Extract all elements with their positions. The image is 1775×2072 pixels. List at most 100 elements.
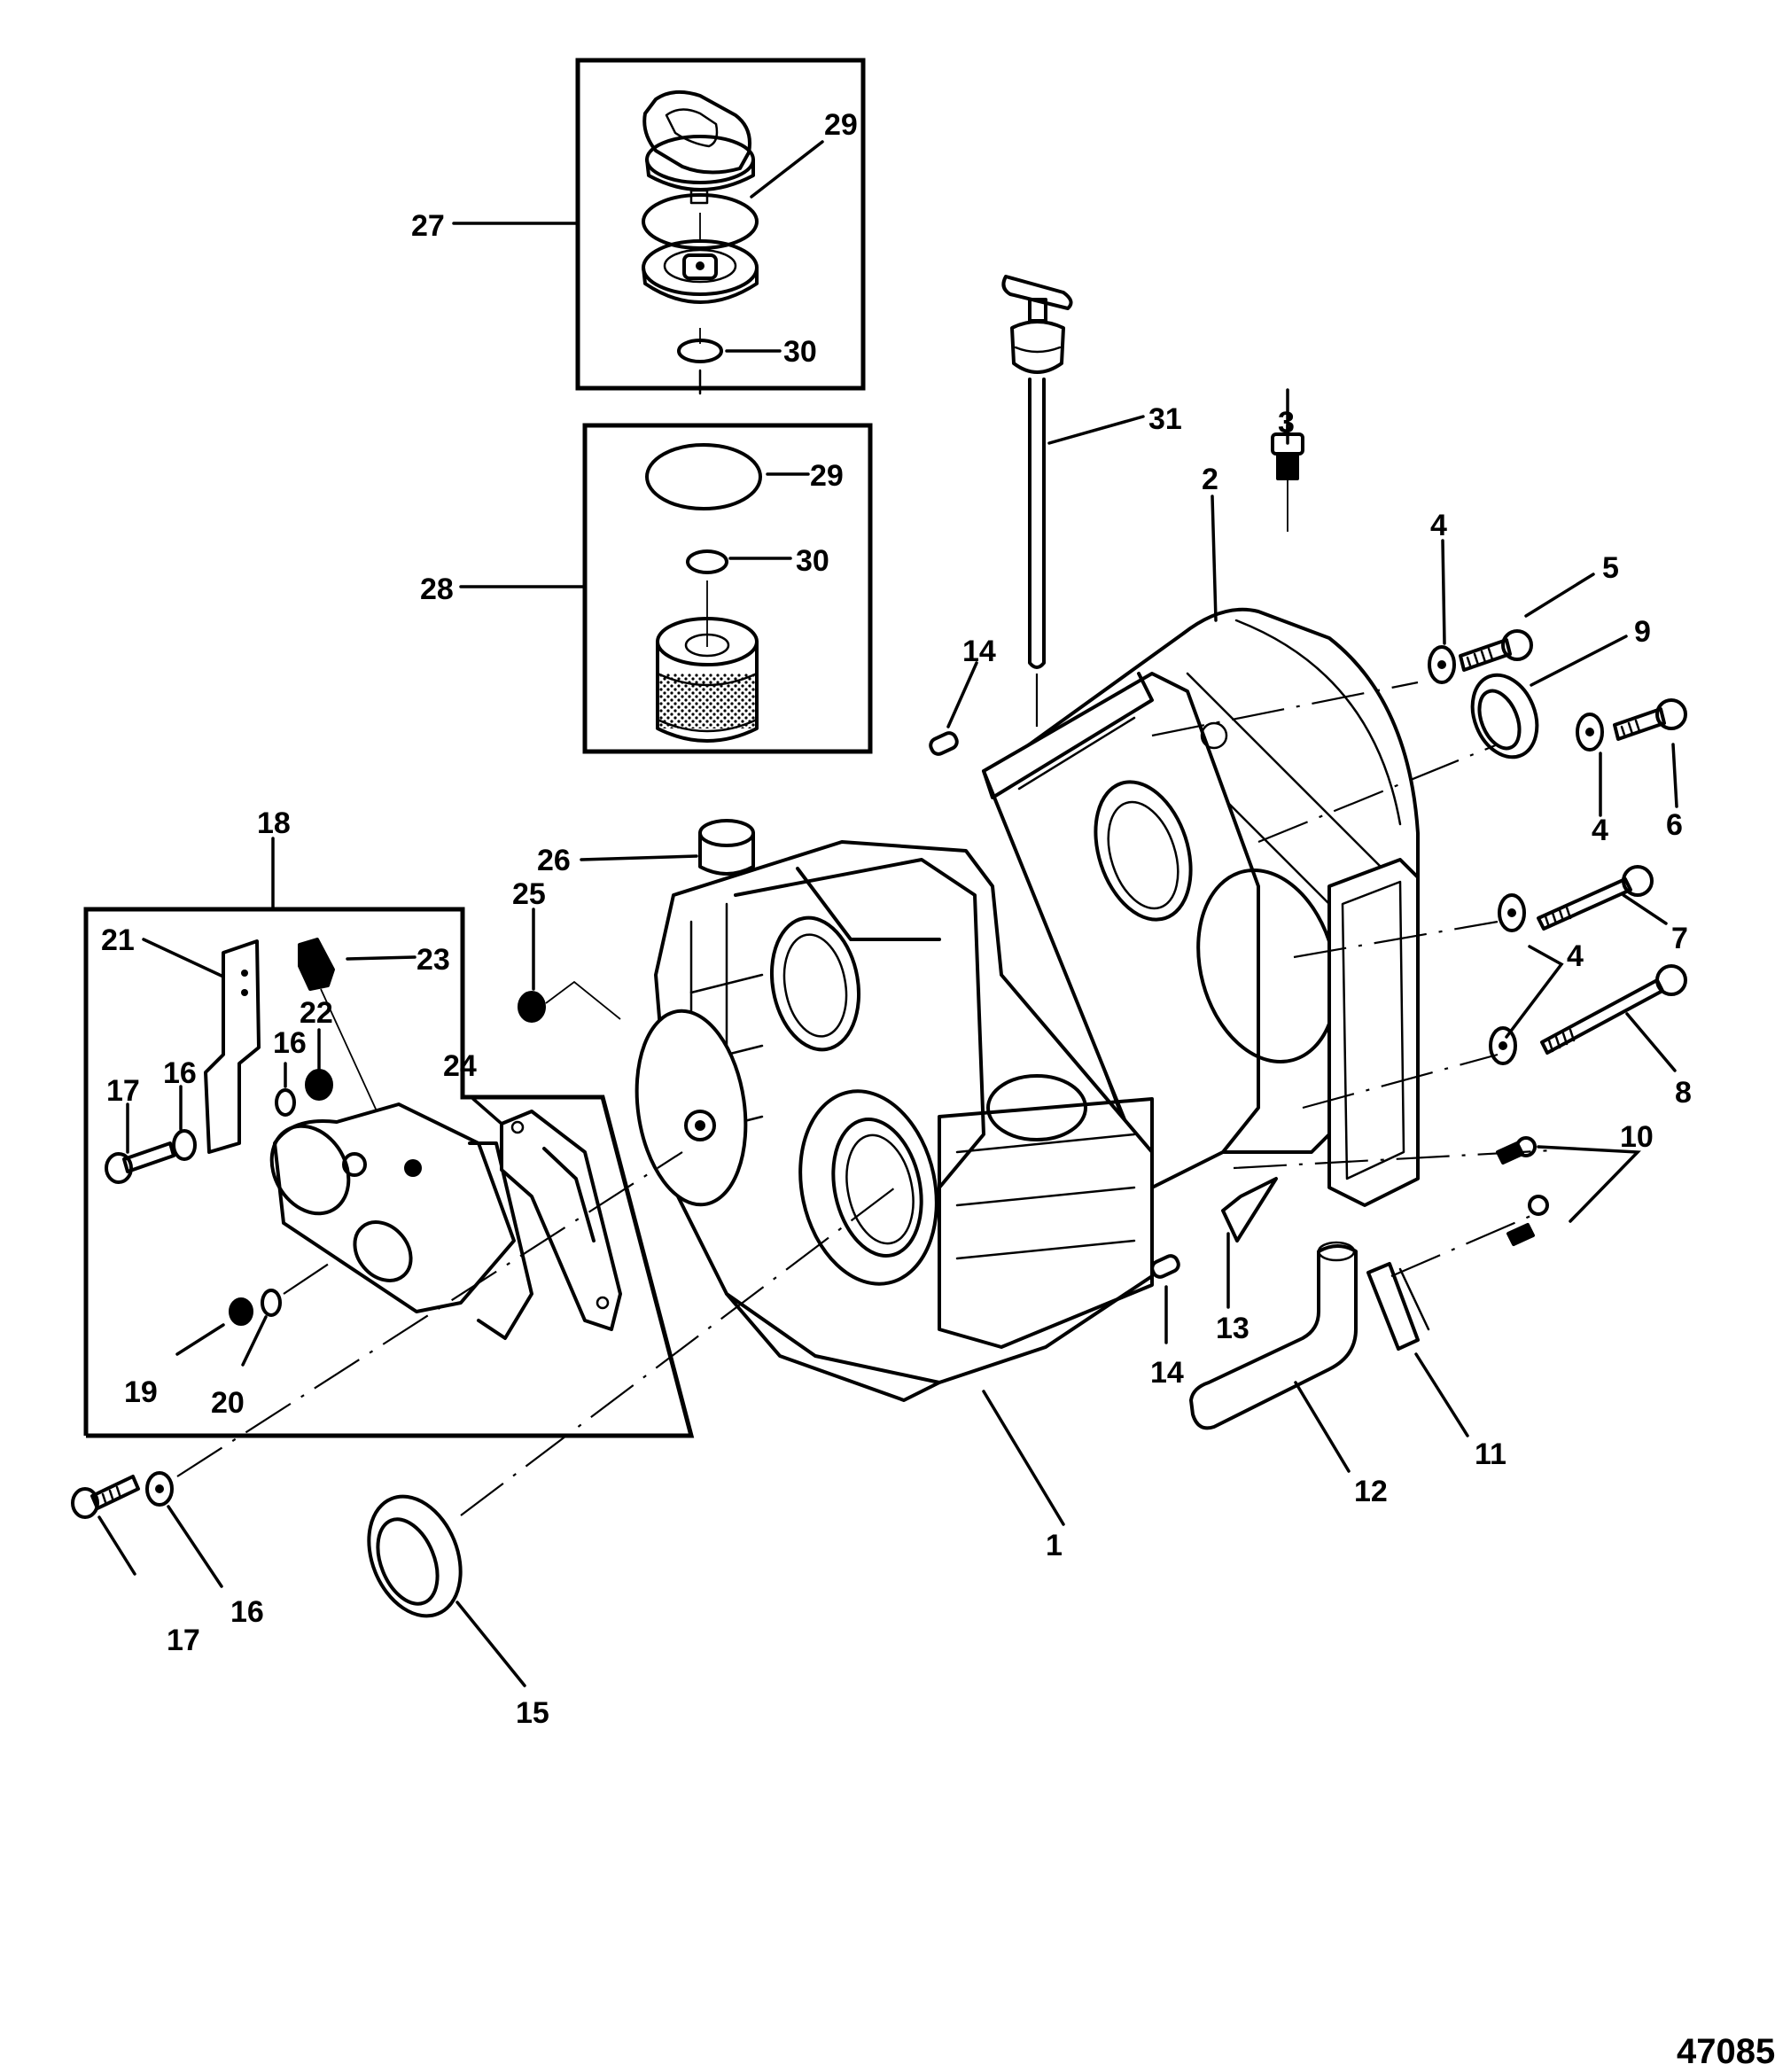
leader-2 (1211, 495, 1218, 622)
leader-19 (175, 1323, 225, 1356)
leader-17b (97, 1515, 136, 1576)
leader-12 (1294, 1381, 1351, 1473)
oil-filter-icon (656, 617, 759, 743)
callout-27: 27 (411, 209, 445, 243)
figure-reference-number: 47085 (1677, 2032, 1775, 2071)
callout-14b: 14 (1150, 1356, 1184, 1390)
washer-icon (1428, 645, 1456, 684)
hex-bolt-icon (1459, 573, 1595, 672)
leader-9 (1530, 635, 1628, 687)
hex-bolt-icon (1613, 698, 1687, 808)
callout-19: 19 (124, 1375, 158, 1409)
filter-assembly-box (459, 423, 873, 754)
leader-11 (1414, 1352, 1469, 1437)
callout-11: 11 (1475, 1437, 1506, 1471)
callout-5: 5 (1602, 551, 1619, 585)
callout-21: 21 (101, 923, 135, 957)
leader-7 (1622, 893, 1668, 925)
filler-cap-assembly-box (452, 58, 866, 395)
valve-body-icon (269, 1102, 533, 1340)
socket-screw-icon (71, 1475, 140, 1576)
callout-16a: 16 (273, 1026, 307, 1060)
dowel-pin-icon (1150, 1254, 1180, 1344)
callout-16c: 16 (230, 1595, 264, 1629)
callout-23: 23 (417, 943, 450, 977)
oil-seal-icon (1470, 635, 1628, 759)
socket-screw-icon (105, 1102, 175, 1184)
leader-1 (982, 1390, 1065, 1526)
callout-29b: 29 (810, 459, 844, 493)
callout-4a: 4 (1430, 509, 1447, 542)
plug-icon (175, 1297, 253, 1356)
dowel-pin-icon (929, 661, 978, 756)
filler-cap-icon (642, 90, 755, 205)
screw-icon (1506, 1195, 1549, 1246)
leader-16c (167, 1505, 223, 1588)
dipstick-icon (1001, 275, 1145, 771)
fitting-icon (1221, 1177, 1278, 1309)
callout-8: 8 (1675, 1076, 1692, 1110)
callout-9: 9 (1634, 615, 1651, 649)
callout-labels: 1 2 3 4 4 4 5 6 7 8 9 10 11 12 13 14 14 … (101, 108, 1692, 1730)
leader-26 (580, 854, 698, 861)
leader-29a (750, 140, 824, 199)
callout-22: 22 (300, 996, 333, 1030)
callout-24: 24 (443, 1049, 477, 1083)
callout-28: 28 (420, 573, 454, 606)
bracket-icon (142, 938, 261, 1154)
valve-assembly-box (83, 837, 695, 1438)
gasket-icon (471, 1097, 622, 1331)
callout-4b: 4 (1592, 814, 1608, 847)
washer-icon (145, 1471, 223, 1588)
leader-14a (946, 661, 978, 728)
callout-18: 18 (257, 806, 291, 840)
callout-20: 20 (211, 1386, 245, 1420)
plug-icon (518, 907, 621, 1023)
assembly-frame-28 (582, 423, 873, 754)
leader-24 (471, 1097, 503, 1126)
washer-icon (1498, 893, 1526, 932)
long-hex-bolt-icon (1540, 964, 1687, 1072)
hose-icon (1189, 1241, 1358, 1473)
leader-4a (1441, 539, 1446, 645)
callout-6: 6 (1666, 808, 1683, 842)
callout-13: 13 (1216, 1312, 1250, 1345)
callout-12: 12 (1354, 1475, 1388, 1508)
leader-23 (346, 955, 417, 961)
long-hex-bolt-icon (1537, 865, 1668, 931)
callout-31: 31 (1148, 402, 1182, 436)
retaining-ring-icon (686, 549, 728, 574)
callout-14a: 14 (962, 635, 996, 668)
leader-15 (455, 1601, 526, 1687)
callout-25: 25 (512, 877, 546, 911)
callout-10: 10 (1620, 1120, 1654, 1154)
assembly-frame-18 (83, 907, 695, 1438)
washer-icon (275, 1062, 296, 1117)
o-ring-icon (642, 193, 759, 250)
leader-31 (1047, 415, 1145, 445)
callout-29a: 29 (824, 108, 858, 142)
callout-15: 15 (516, 1696, 549, 1730)
leader-20 (241, 1315, 268, 1367)
leader-4c (1505, 945, 1564, 1039)
leader-10 (1537, 1145, 1641, 1223)
oil-seal-icon (367, 1494, 526, 1687)
washer-icon (241, 1289, 282, 1367)
callout-1: 1 (1046, 1529, 1063, 1562)
leader-6 (1671, 743, 1678, 808)
callout-26: 26 (537, 844, 571, 877)
callout-16b: 16 (163, 1056, 197, 1090)
hose-clamp-icon (1366, 1262, 1469, 1437)
washer-icon (1489, 1026, 1517, 1065)
assembly-frame-27 (575, 58, 866, 391)
callout-17b: 17 (167, 1624, 200, 1657)
callout-3: 3 (1278, 406, 1295, 440)
plug-icon (1271, 388, 1304, 532)
callout-30b: 30 (796, 544, 829, 578)
leader-21 (142, 938, 225, 978)
screw-icon (1496, 1136, 1537, 1165)
nut-icon (305, 1028, 333, 1101)
leader-8 (1625, 1012, 1677, 1072)
callout-4c: 4 (1567, 939, 1584, 973)
callout-30a: 30 (783, 335, 817, 369)
